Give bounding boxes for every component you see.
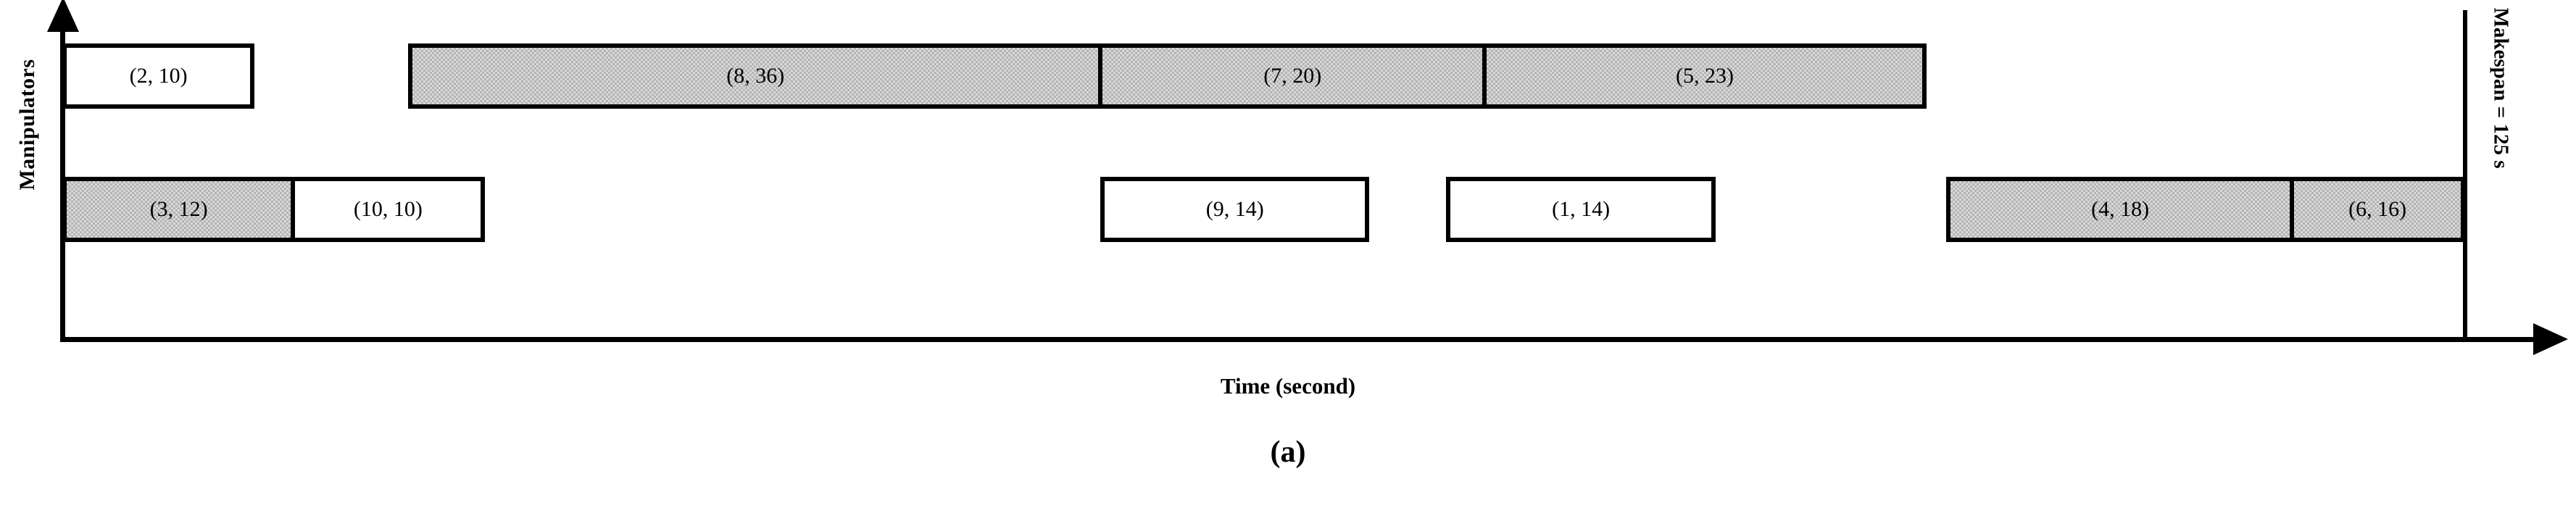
task-bar: (4, 18) [1945,177,2293,242]
task-bar: (10, 10) [293,177,486,242]
task-bar: (5, 23) [1484,43,1927,109]
x-axis-line [60,337,2543,342]
task-bar: (2, 10) [62,43,255,109]
x-axis-arrow-icon [2533,323,2568,355]
task-bar-label: (4, 18) [2091,197,2150,221]
task-bar-label: (2, 10) [129,64,188,88]
task-bar: (6, 16) [2292,177,2465,242]
makespan-marker-line [2463,10,2467,342]
x-axis-label: Time (second) [1220,373,1356,399]
task-bar: (1, 14) [1446,177,1716,242]
task-bar: (7, 20) [1100,43,1485,109]
task-bar-label: (10, 10) [353,197,423,221]
y-axis-label: Manipulators [15,59,39,191]
task-bar-label: (1, 14) [1552,197,1611,221]
task-bar: (3, 12) [62,177,294,242]
task-bar-label: (9, 14) [1205,197,1264,221]
task-bar-label: (5, 23) [1675,64,1734,88]
task-bar-label: (8, 36) [726,64,785,88]
figure-caption: (a) [1270,436,1306,469]
task-bar: (8, 36) [408,43,1101,109]
makespan-label: Makespan = 125 s [2489,7,2513,169]
y-axis-arrow-icon [47,0,79,32]
task-bar-label: (6, 16) [2348,197,2407,221]
task-bar-label: (3, 12) [149,197,208,221]
task-bar: (9, 14) [1100,177,1370,242]
task-bar-label: (7, 20) [1263,64,1322,88]
